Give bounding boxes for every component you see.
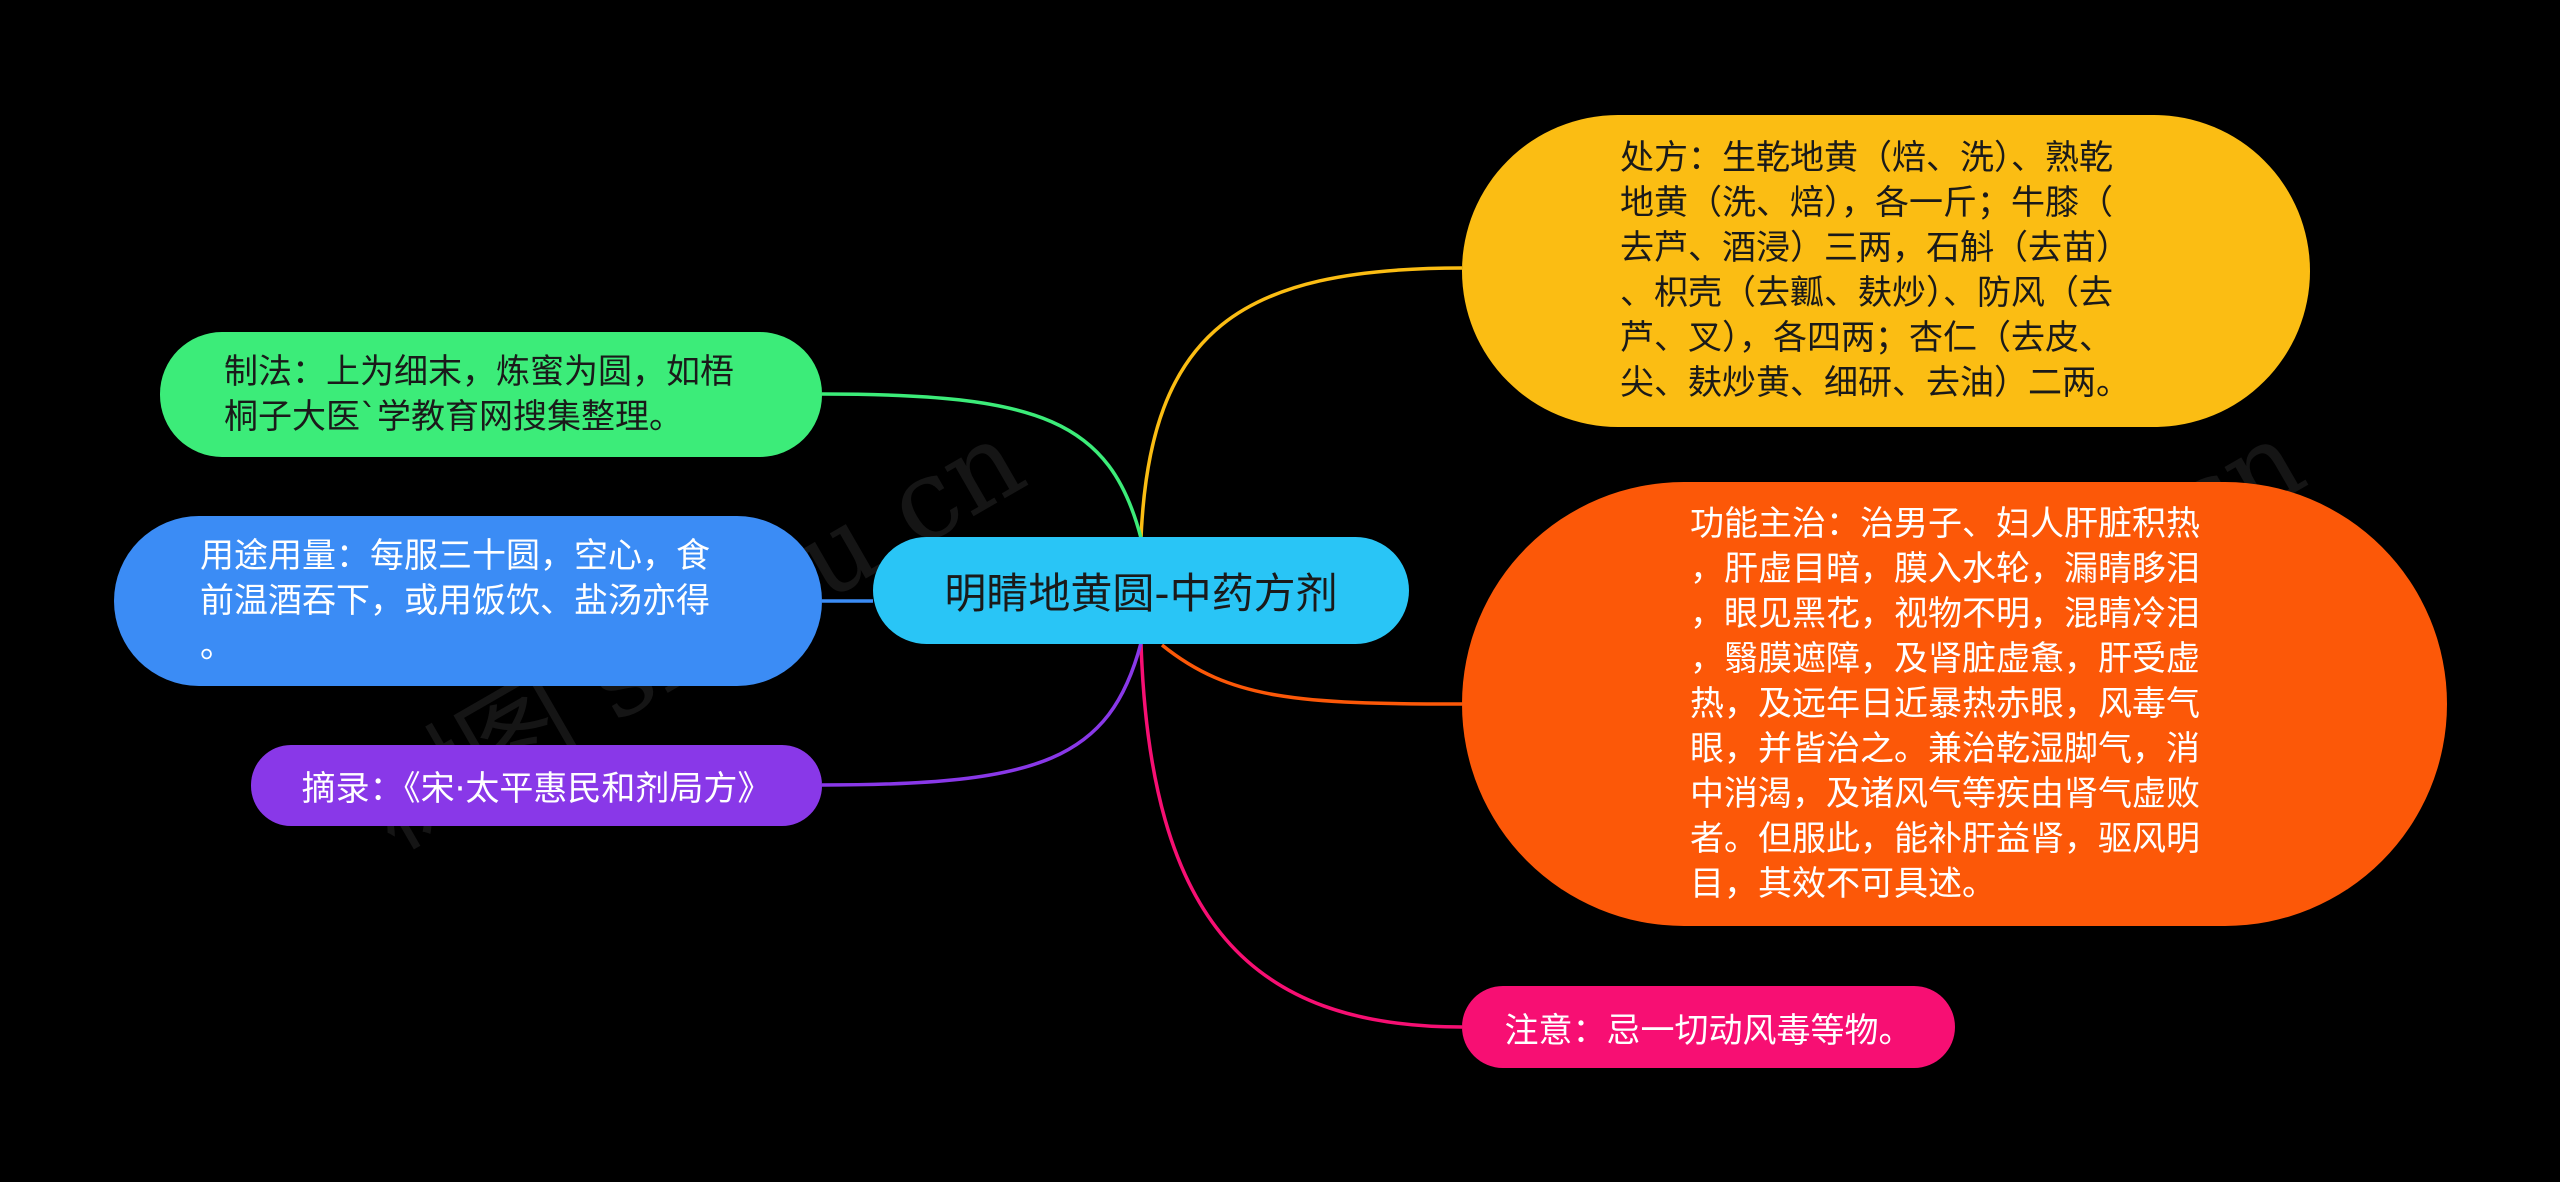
caution-text: 注意：忌一切动风毒等物。 xyxy=(1504,1010,1913,1051)
central-topic-node[interactable]: 明睛地黄圆-中药方剂 xyxy=(873,537,1409,644)
prescription-text: 处方：生乾地黄（焙、洗）、熟乾 地黄（洗、焙），各一斤；牛膝（ 去芦、酒浸）三两… xyxy=(1620,138,2130,403)
branch-node-caution[interactable]: 注意：忌一切动风毒等物。 xyxy=(1462,986,1955,1068)
branch-node-prescription[interactable]: 处方：生乾地黄（焙、洗）、熟乾 地黄（洗、焙），各一斤；牛膝（ 去芦、酒浸）三两… xyxy=(1462,115,2310,427)
usage-dosage-text: 用途用量：每服三十圆，空心，食 前温酒吞下，或用饭饮、盐汤亦得 。 xyxy=(200,535,710,666)
edge-to-zhuyi xyxy=(1139,642,1463,1029)
branch-node-indications[interactable]: 功能主治：治男子、妇人肝脏积热 ，肝虚目暗，膜入水轮，漏睛眵泪 ，眼见黑花，视物… xyxy=(1462,482,2447,926)
branch-node-preparation[interactable]: 制法：上为细末，炼蜜为圆，如梧 桐子大医`学教育网搜集整理。 xyxy=(160,332,822,457)
branch-node-source[interactable]: 摘录：《宋·太平惠民和剂局方》 xyxy=(251,745,822,826)
edge-to-zhifa xyxy=(821,392,1143,539)
edge-to-zhailu xyxy=(821,642,1143,787)
branch-node-usage-dosage[interactable]: 用途用量：每服三十圆，空心，食 前温酒吞下，或用饭饮、盐汤亦得 。 xyxy=(114,516,822,686)
indications-text: 功能主治：治男子、妇人肝脏积热 ，肝虚目暗，膜入水轮，漏睛眵泪 ，眼见黑花，视物… xyxy=(1690,503,2200,904)
edge-to-chufang xyxy=(1139,266,1463,539)
edge-to-gongneng xyxy=(1160,643,1463,706)
source-text: 摘录：《宋·太平惠民和剂局方》 xyxy=(301,769,772,809)
preparation-text: 制法：上为细末，炼蜜为圆，如梧 桐子大医`学教育网搜集整理。 xyxy=(224,351,734,437)
central-topic-label: 明睛地黄圆-中药方剂 xyxy=(944,569,1338,618)
